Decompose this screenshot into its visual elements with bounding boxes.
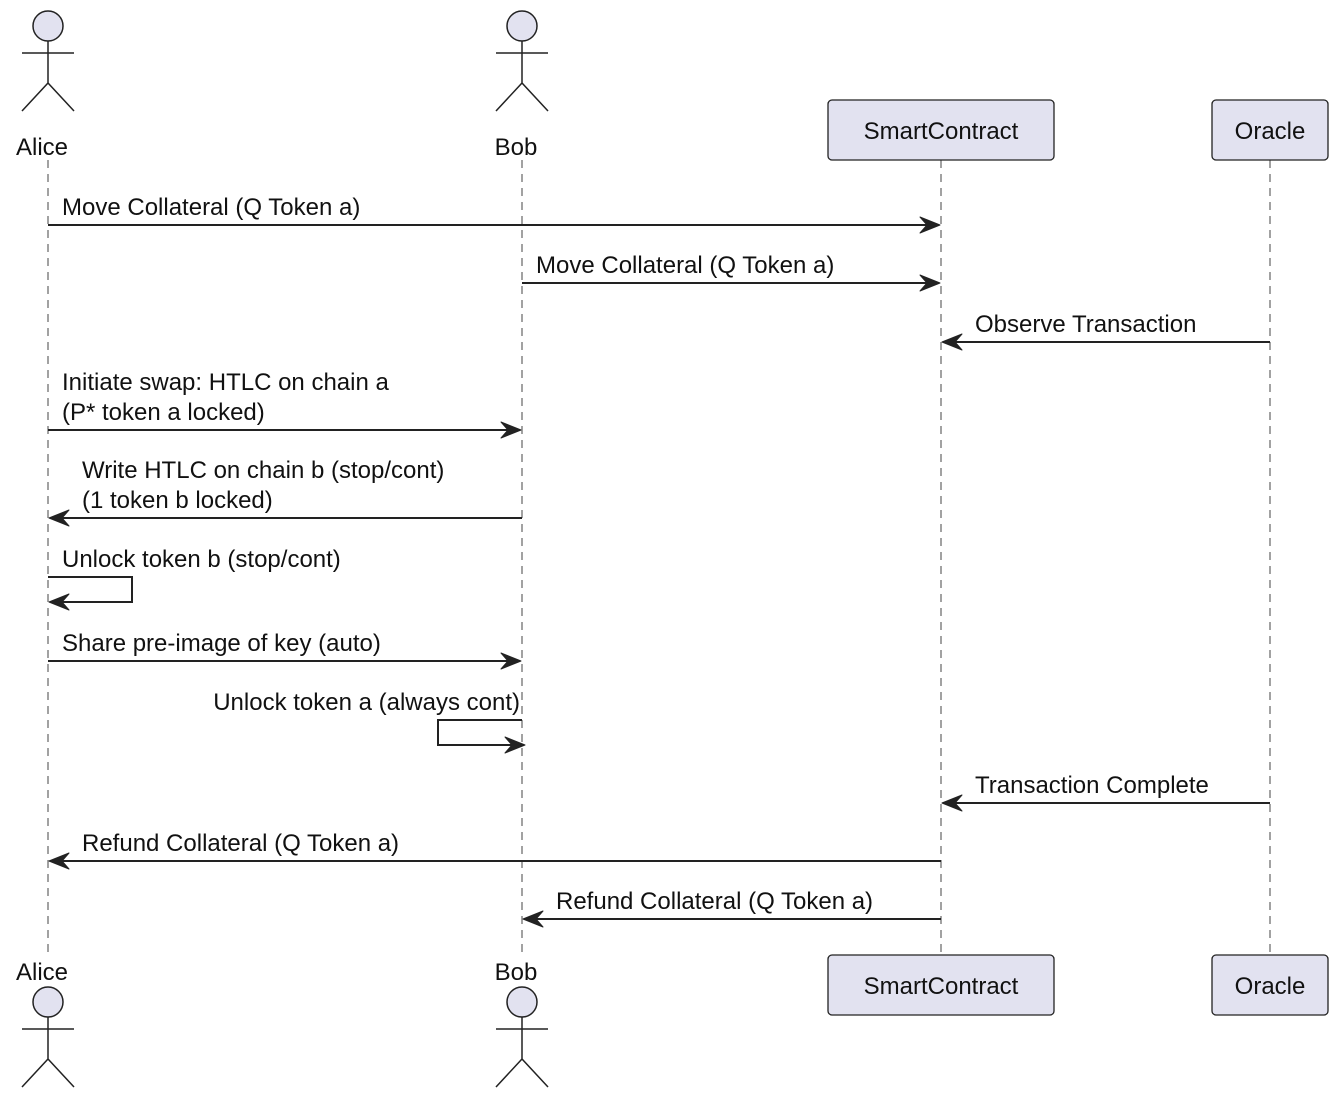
message-label: Initiate swap: HTLC on chain a <box>62 369 389 396</box>
message-4: Initiate swap: HTLC on chain a (P* token … <box>48 369 522 439</box>
bob-actor-icon-bottom <box>495 986 549 1088</box>
arrowhead <box>919 216 941 234</box>
actor-head <box>32 10 64 42</box>
participants-top: Alice Bob SmartContract Oracle <box>16 10 1329 161</box>
bob-label-top: Bob <box>495 134 538 161</box>
arrowhead <box>48 852 70 870</box>
message-label: Unlock token a (always cont) <box>213 689 520 716</box>
actor-head <box>506 986 538 1018</box>
smart-label-top: SmartContract <box>864 118 1019 145</box>
message-label: Move Collateral (Q Token a) <box>536 252 834 279</box>
self-message-line <box>48 576 133 603</box>
actor-body <box>21 41 75 112</box>
message-3: Observe Transaction <box>941 311 1270 351</box>
bob-actor-icon-top <box>495 10 549 112</box>
message-label: Share pre-image of key (auto) <box>62 630 381 657</box>
arrowhead <box>48 593 70 611</box>
actor-body <box>495 1017 549 1088</box>
arrowhead <box>919 274 941 292</box>
actor-body <box>495 41 549 112</box>
oracle-label-bottom: Oracle <box>1235 973 1306 1000</box>
message-label: Refund Collateral (Q Token a) <box>556 888 873 915</box>
arrowhead <box>941 794 963 812</box>
message-label: Unlock token b (stop/cont) <box>62 546 341 573</box>
oracle-participant-box-bottom: Oracle <box>1211 954 1329 1016</box>
message-label: (1 token b locked) <box>82 487 273 514</box>
oracle-label-top: Oracle <box>1235 118 1306 145</box>
messages: Move Collateral (Q Token a) Move Collater… <box>48 194 1270 928</box>
message-11: Refund Collateral (Q Token a) <box>522 888 941 928</box>
message-label: Refund Collateral (Q Token a) <box>82 830 399 857</box>
self-message-line <box>437 719 522 746</box>
arrowhead <box>941 333 963 351</box>
message-6: Unlock token b (stop/cont) <box>48 546 341 611</box>
arrowhead <box>48 509 70 527</box>
message-8: Unlock token a (always cont) <box>213 689 526 754</box>
message-7: Share pre-image of key (auto) <box>48 630 522 670</box>
alice-actor-icon-bottom <box>21 986 75 1088</box>
message-label: Observe Transaction <box>975 311 1196 338</box>
message-label: Write HTLC on chain b (stop/cont) <box>82 457 444 484</box>
message-9: Transaction Complete <box>941 772 1270 812</box>
smart-participant-box-bottom: SmartContract <box>827 954 1055 1016</box>
message-10: Refund Collateral (Q Token a) <box>48 830 941 870</box>
actor-head <box>506 10 538 42</box>
oracle-participant-box-top: Oracle <box>1211 99 1329 161</box>
participant-box <box>1211 99 1329 161</box>
participant-box <box>827 954 1055 1016</box>
smart-participant-box-top: SmartContract <box>827 99 1055 161</box>
arrowhead <box>500 421 522 439</box>
alice-actor-icon-top <box>21 10 75 112</box>
participant-box <box>1211 954 1329 1016</box>
message-5: Write HTLC on chain b (stop/cont) (1 toke… <box>48 457 522 527</box>
message-1: Move Collateral (Q Token a) <box>48 194 941 234</box>
message-label: (P* token a locked) <box>62 399 265 426</box>
participant-box <box>827 99 1055 161</box>
arrowhead <box>500 652 522 670</box>
arrowhead <box>504 736 526 754</box>
alice-label-bottom: Alice <box>16 959 68 986</box>
message-label: Transaction Complete <box>975 772 1209 799</box>
smart-label-bottom: SmartContract <box>864 973 1019 1000</box>
alice-label-top: Alice <box>16 134 68 161</box>
bob-label-bottom: Bob <box>495 959 538 986</box>
message-label: Move Collateral (Q Token a) <box>62 194 360 221</box>
actor-head <box>32 986 64 1018</box>
actor-body <box>21 1017 75 1088</box>
lifelines <box>47 160 1271 955</box>
arrowhead <box>522 910 544 928</box>
message-2: Move Collateral (Q Token a) <box>522 252 941 292</box>
